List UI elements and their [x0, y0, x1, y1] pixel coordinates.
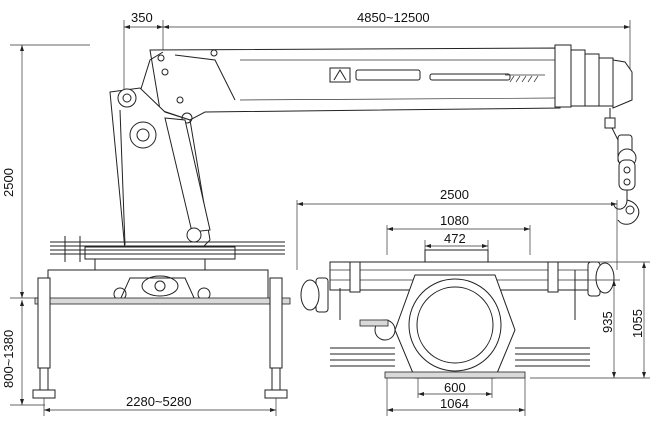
- base-frame: [34, 236, 291, 305]
- boom: [139, 44, 633, 121]
- rear-height-dimension-lines: [530, 261, 650, 379]
- span-dimension-lines: [43, 398, 277, 416]
- height-dimension-lines: [10, 44, 90, 406]
- outrigger-right: [264, 277, 288, 399]
- side-view: 350 4850~12500 2500 800~1380: [1, 10, 640, 416]
- rear-bottom-dimension-lines: [386, 378, 526, 416]
- total-height-label: 2500: [1, 168, 16, 197]
- top-dimension-lines: [123, 20, 631, 95]
- outrigger-span-label: 2280~5280: [126, 394, 191, 409]
- lower-width-label: 600: [444, 380, 466, 395]
- rear-top-dimension-lines: [296, 200, 618, 270]
- outrigger-left: [32, 277, 56, 399]
- outrigger-height-label: 800~1380: [1, 330, 16, 388]
- pillar: [109, 87, 211, 251]
- boom-reach-label: 4850~12500: [357, 10, 430, 25]
- base-width-label: 472: [444, 231, 466, 246]
- overall-width-label: 2500: [440, 187, 469, 202]
- height-a-label: 935: [600, 311, 615, 333]
- hook: [604, 108, 640, 225]
- bottom-width-label: 1064: [440, 396, 469, 411]
- rear-view: 2500 1080 472: [296, 187, 650, 416]
- frame-width-label: 1080: [440, 213, 469, 228]
- height-b-label: 1055: [630, 309, 645, 338]
- pillar-offset-label: 350: [131, 10, 153, 25]
- rear-body: [300, 249, 615, 379]
